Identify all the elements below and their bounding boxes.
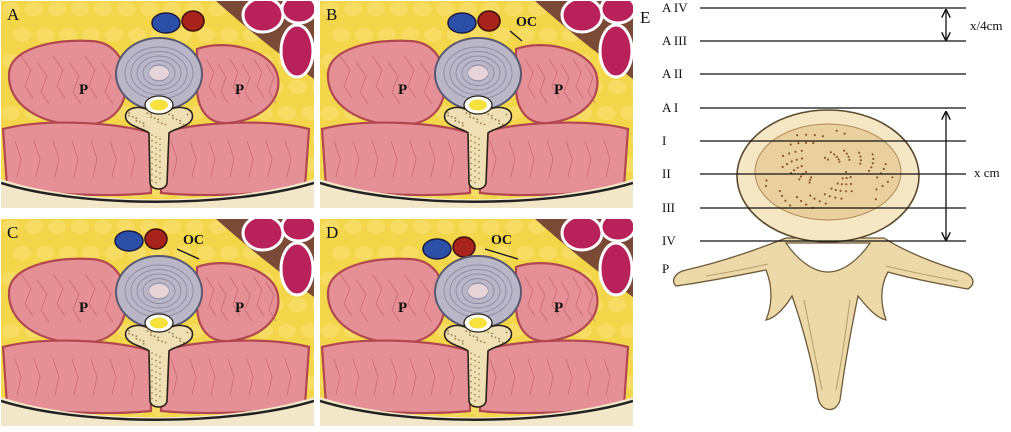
psoas-label-right: P <box>235 82 244 98</box>
left-erector-spinae <box>320 339 472 415</box>
bowel-loop <box>599 1 633 25</box>
panel-d: P P OC D <box>320 219 633 426</box>
oc-label: OC <box>491 233 512 248</box>
bowel-loop <box>560 219 604 252</box>
bowel-loop <box>279 241 314 297</box>
lamina-spinous-process <box>124 106 194 190</box>
panel-b: P P OC B <box>320 1 633 208</box>
psoas-label-right: P <box>235 300 244 316</box>
aorta <box>181 10 205 32</box>
level-label: A IV <box>662 0 688 15</box>
oc-pointer-line <box>509 30 523 42</box>
spinal-cord <box>150 99 168 111</box>
vena-cava <box>114 230 144 252</box>
bowel-loop <box>279 23 314 79</box>
lamina-spinous-process <box>443 106 513 190</box>
panel-letter-a: A <box>7 5 20 24</box>
vertebral-arch <box>672 237 974 411</box>
vena-cava <box>151 12 181 34</box>
vena-cava <box>447 12 477 34</box>
bowel-loop <box>241 1 285 34</box>
right-erector-spinae <box>159 339 311 415</box>
right-psoas <box>514 262 599 343</box>
oc-label: OC <box>516 15 537 30</box>
bowel-loop <box>241 219 285 252</box>
right-psoas <box>514 44 599 125</box>
skin-line <box>320 181 633 203</box>
psoas-label-left: P <box>79 300 88 316</box>
level-label: I <box>662 133 666 148</box>
spinal-cord <box>150 317 168 329</box>
psoas-label-left: P <box>398 300 407 316</box>
psoas-label-left: P <box>79 82 88 98</box>
level-lines <box>700 7 966 242</box>
cross-section-d: P P OC <box>320 219 633 426</box>
bowel-loop <box>599 219 633 243</box>
aorta <box>477 10 501 32</box>
spinal-cord <box>469 317 487 329</box>
cross-section-b: P P OC <box>320 1 633 208</box>
psoas-label-left: P <box>398 82 407 98</box>
psoas-label-right: P <box>554 300 563 316</box>
right-erector-spinae <box>159 121 311 197</box>
level-label: II <box>662 166 671 181</box>
vertebra-drawing <box>672 109 974 411</box>
skin-line <box>320 399 633 421</box>
right-erector-spinae <box>478 121 630 197</box>
vena-cava <box>422 238 452 260</box>
right-psoas <box>195 44 280 125</box>
oc-pointer-line <box>484 248 519 260</box>
level-label: A I <box>662 100 678 115</box>
right-psoas <box>195 262 280 343</box>
skin-line <box>1 181 314 203</box>
lamina-spinous-process <box>124 324 194 408</box>
spinal-cord <box>469 99 487 111</box>
left-erector-spinae <box>1 121 153 197</box>
bowel-loop <box>560 1 604 34</box>
bowel-loop <box>280 219 314 243</box>
left-erector-spinae <box>320 121 472 197</box>
oc-label: OC <box>183 233 204 248</box>
bowel-loop <box>280 1 314 25</box>
level-label: A III <box>662 33 687 48</box>
aorta <box>144 228 168 250</box>
top-spacing-label: x/4cm <box>970 18 1003 33</box>
psoas-label-right: P <box>554 82 563 98</box>
panel-letter-c: C <box>7 223 19 242</box>
cross-section-c: P P OC <box>1 219 314 426</box>
panel-letter-b: B <box>326 5 338 24</box>
bowel-loop <box>598 241 633 297</box>
panel-letter-e: E <box>640 8 651 27</box>
skin-line <box>1 399 314 421</box>
body-height-label: x cm <box>974 165 1000 180</box>
oc-pointer-line <box>176 248 200 260</box>
level-label: III <box>662 200 675 215</box>
bowel-loop <box>598 23 633 79</box>
panel-c: P P OC C <box>1 219 314 426</box>
aorta <box>452 236 476 258</box>
level-label: IV <box>662 233 676 248</box>
lamina-spinous-process <box>443 324 513 408</box>
level-label: P <box>662 261 669 276</box>
cancellous-bone <box>754 123 902 221</box>
level-label: A II <box>662 66 683 81</box>
panel-letter-d: D <box>326 223 339 242</box>
right-erector-spinae <box>478 339 630 415</box>
left-erector-spinae <box>1 339 153 415</box>
spinal-canal <box>784 242 872 273</box>
